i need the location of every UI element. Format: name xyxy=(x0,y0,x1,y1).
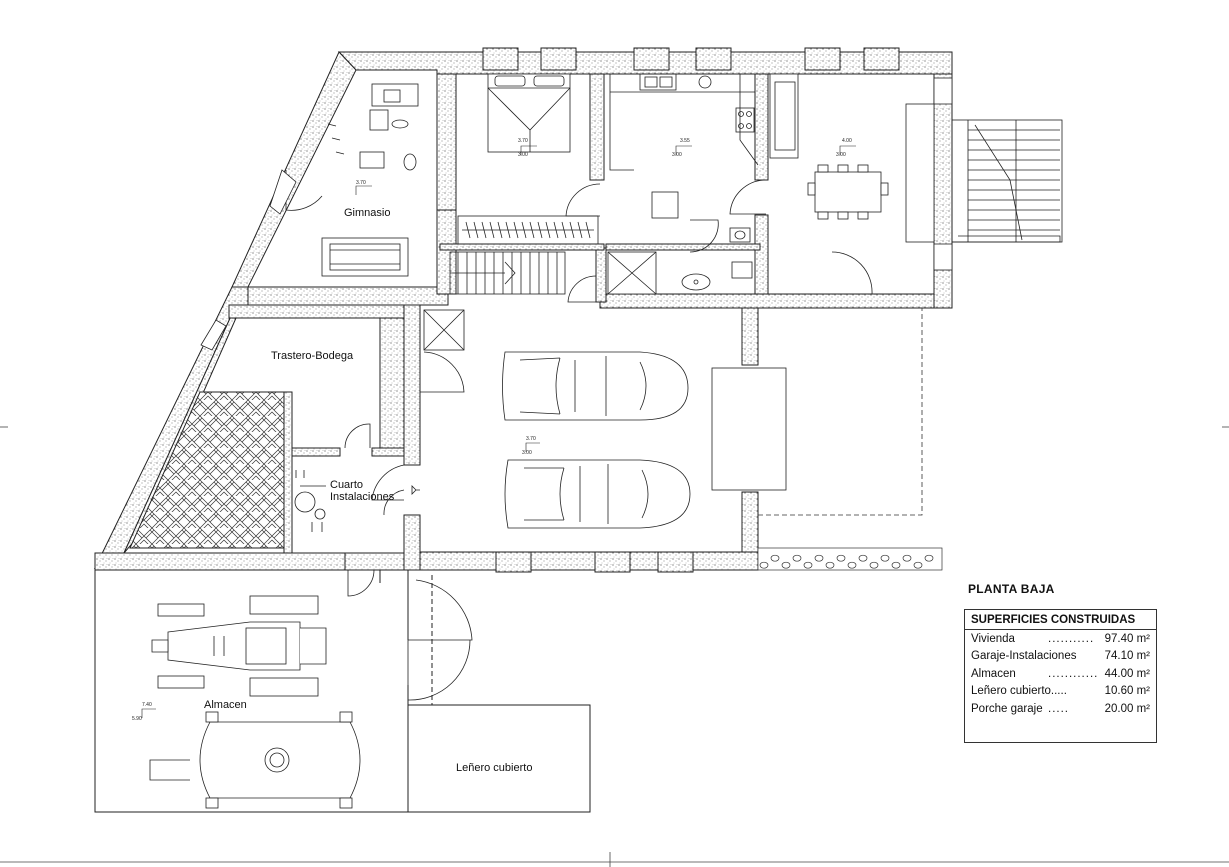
area-name: Vivienda xyxy=(971,632,1015,645)
bathroom xyxy=(607,191,753,295)
areas-table-row: Garaje-Instalaciones 74.10 m² xyxy=(965,648,1156,666)
dimension-marks xyxy=(141,145,856,718)
installations-equipment xyxy=(294,470,326,532)
doors xyxy=(285,170,873,701)
garage-cabinet xyxy=(711,367,787,491)
area-value: 20.00 m² xyxy=(1104,702,1150,715)
room-label-trastero: Trastero-Bodega xyxy=(271,350,354,362)
dimension-label: 3.00 xyxy=(522,450,532,456)
dimension-label: 7.40 xyxy=(142,702,152,708)
area-dots: ..... xyxy=(1048,702,1069,715)
windows xyxy=(482,47,900,573)
dimension-label: 4.00 xyxy=(842,138,852,144)
areas-table: SUPERFICIES CONSTRUIDAS Vivienda .......… xyxy=(964,609,1157,743)
room-label-gimnasio: Gimnasio xyxy=(344,207,390,219)
room-label-cuarto: Cuarto xyxy=(330,479,363,491)
closet xyxy=(457,215,599,245)
bench-east xyxy=(905,103,935,243)
area-name: Porche garaje xyxy=(971,702,1043,715)
walls xyxy=(93,51,953,571)
dimension-label: 3.70 xyxy=(518,138,528,144)
area-dots: ............ xyxy=(1048,667,1099,680)
car-2 xyxy=(504,459,691,529)
dimension-label: 3.70 xyxy=(356,180,366,186)
dining-table xyxy=(807,164,889,220)
shaft xyxy=(423,309,465,351)
areas-table-row: Porche garaje ..... 20.00 m² xyxy=(965,700,1156,718)
car-1 xyxy=(502,351,689,421)
areas-table-title: SUPERFICIES CONSTRUIDAS xyxy=(965,610,1156,630)
area-name: Almacen xyxy=(971,667,1016,680)
area-value: 74.10 m² xyxy=(1104,650,1150,663)
dimension-label: 3.00 xyxy=(672,152,682,158)
dimension-label: 5.90 xyxy=(132,716,142,722)
room-label-almacen: Almacen xyxy=(204,699,247,711)
tractor xyxy=(151,595,327,697)
porch-outline xyxy=(758,308,923,516)
room-label-lenero: Leñero cubierto xyxy=(456,762,532,774)
kitchen xyxy=(609,73,759,171)
dimension-label: 3.00 xyxy=(518,152,528,158)
wall-marks xyxy=(200,77,953,351)
areas-table-row: Leñero cubierto..... 10.60 m² xyxy=(965,683,1156,701)
gravel-strip xyxy=(757,547,943,571)
hatched-floor-area xyxy=(129,391,285,549)
area-name: Leñero cubierto..... xyxy=(971,685,1067,698)
dimension-label: 3.70 xyxy=(526,436,536,442)
bed xyxy=(487,73,571,153)
area-name: Garaje-Instalaciones xyxy=(971,650,1077,663)
area-value: 10.60 m² xyxy=(1104,685,1150,698)
dimension-label: 3.00 xyxy=(836,152,846,158)
exterior-stairs xyxy=(951,119,1063,243)
tank xyxy=(149,711,361,809)
areas-table-row: Almacen ............ 44.00 m² xyxy=(965,665,1156,683)
area-dots: ........... xyxy=(1048,632,1095,645)
plan-title: PLANTA BAJA xyxy=(968,582,1055,596)
room-label-instalaciones: Instalaciones xyxy=(330,491,395,503)
area-value: 97.40 m² xyxy=(1104,632,1150,645)
sheet-marks xyxy=(0,426,1229,867)
area-value: 44.00 m² xyxy=(1104,667,1150,680)
sofa xyxy=(769,73,799,159)
areas-table-row: Vivienda ........... 97.40 m² xyxy=(965,630,1156,648)
interior-stairs xyxy=(449,251,566,295)
dimension-label: 3.55 xyxy=(680,138,690,144)
gym-equipment xyxy=(321,83,419,277)
